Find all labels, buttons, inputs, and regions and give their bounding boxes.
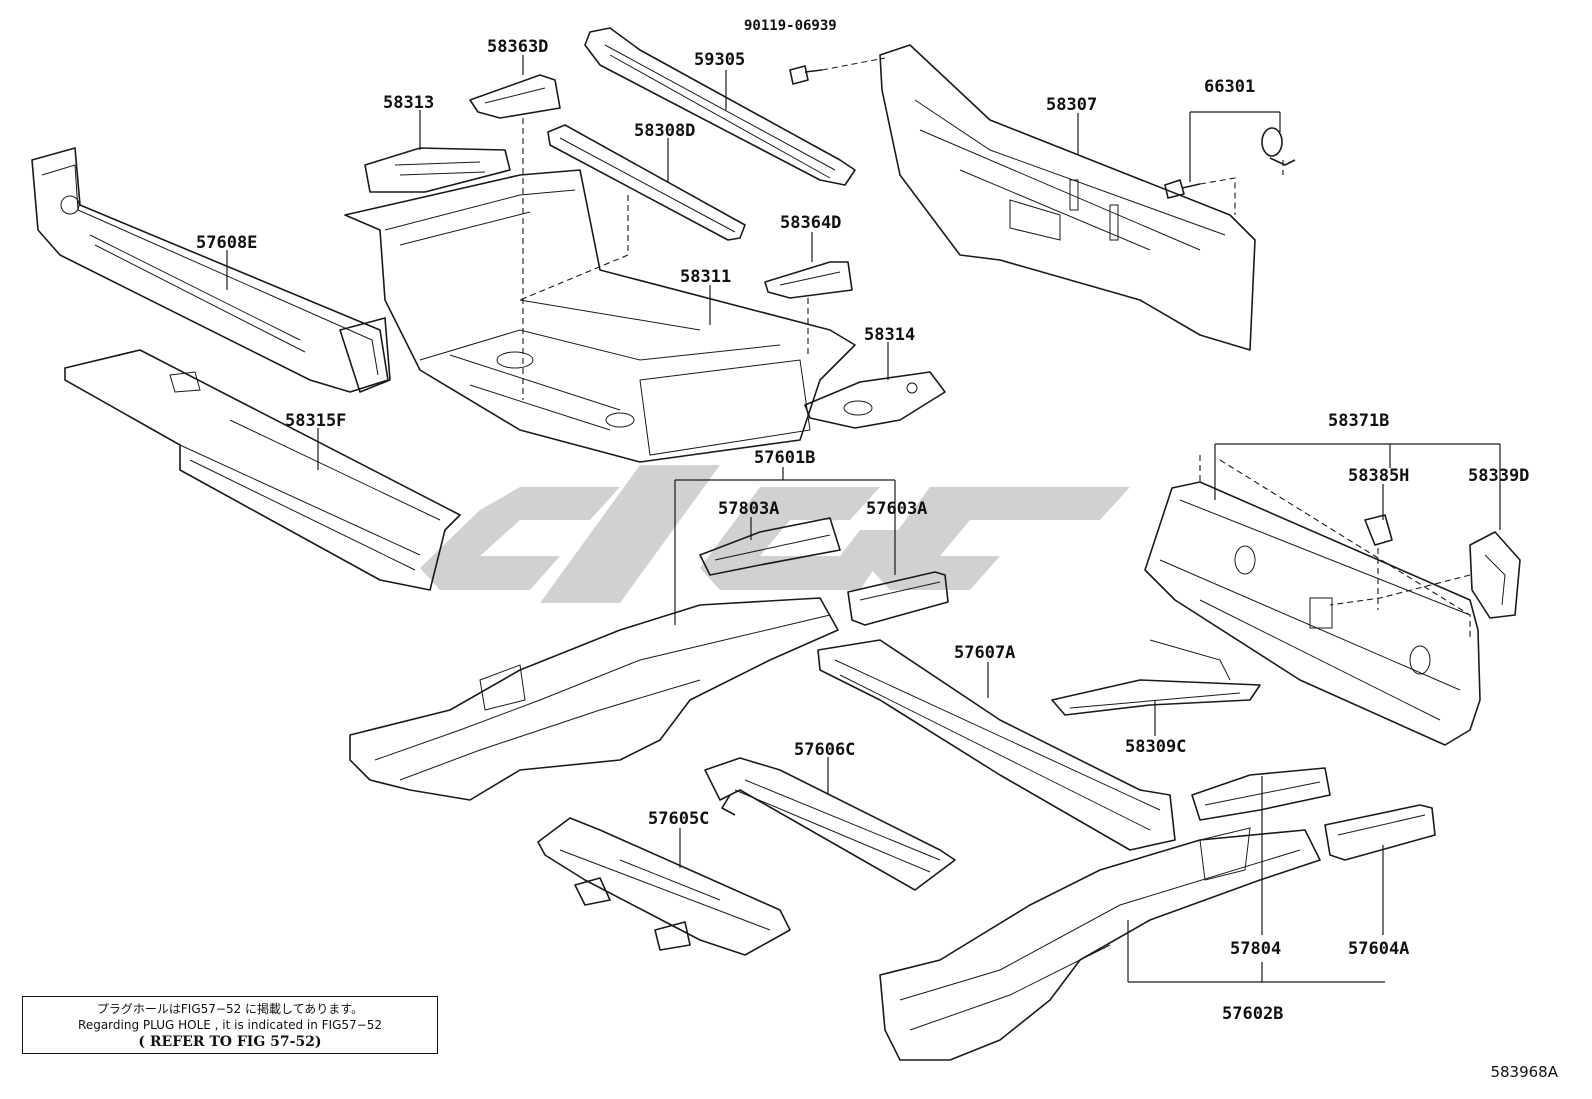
part-58309C-drawing — [1051, 639, 1261, 716]
label-66301: 66301 — [1204, 77, 1255, 97]
part-57603A-drawing — [847, 571, 949, 626]
label-90119-06939: 90119-06939 — [744, 18, 837, 34]
label-57604A: 57604A — [1348, 939, 1409, 959]
note-refer-text: ( REFER TO FIG 57-52) — [138, 1034, 322, 1050]
part-57602B-drawing — [879, 827, 1321, 1061]
label-58364D: 58364D — [780, 213, 841, 233]
part-57605C-drawing — [537, 817, 791, 956]
watermark-logo — [420, 465, 1130, 603]
part-57607A-drawing — [817, 639, 1176, 851]
note-japanese-text: プラグホールはFIG57−52 に掲載してあります。 — [96, 1002, 364, 1016]
part-58385H-drawing — [1364, 514, 1393, 546]
part-57608E-drawing — [31, 147, 391, 393]
part-57804-drawing — [1191, 767, 1331, 821]
plug-hole-note-box: プラグホールはFIG57−52 に掲載してあります。 Regarding PLU… — [22, 996, 438, 1054]
part-58311-drawing — [344, 169, 856, 463]
dashed-assembly-lines — [519, 57, 1471, 640]
label-57602B: 57602B — [1222, 1004, 1283, 1024]
part-58364D-drawing — [764, 261, 853, 299]
part-labels: 90119-06939 58363D 59305 58313 58308D 58… — [196, 18, 1529, 1024]
figure-code: 583968A — [1490, 1063, 1558, 1081]
label-58307: 58307 — [1046, 95, 1097, 115]
leader-lines — [226, 55, 1501, 983]
label-57603A: 57603A — [866, 499, 927, 519]
label-58371B: 58371B — [1328, 411, 1389, 431]
label-58309C: 58309C — [1125, 737, 1186, 757]
label-57803A: 57803A — [718, 499, 779, 519]
label-58339D: 58339D — [1468, 466, 1529, 486]
label-58308D: 58308D — [634, 121, 695, 141]
label-58315F: 58315F — [285, 411, 346, 431]
label-57601B: 57601B — [754, 448, 815, 468]
part-58314-drawing — [804, 371, 946, 429]
label-59305: 59305 — [694, 50, 745, 70]
label-58363D: 58363D — [487, 37, 548, 57]
part-66301-drawing — [1164, 127, 1296, 199]
part-58315F-drawing — [64, 349, 461, 591]
part-59305-drawing — [584, 27, 856, 186]
label-58314: 58314 — [864, 325, 915, 345]
part-58308D-drawing — [547, 124, 746, 241]
note-english-text: Regarding PLUG HOLE , it is indicated in… — [78, 1018, 382, 1032]
part-90119-06939-drawing — [789, 65, 823, 85]
label-58313: 58313 — [383, 93, 434, 113]
label-57605C: 57605C — [648, 809, 709, 829]
part-58339D-drawing — [1469, 531, 1521, 619]
part-57604A-drawing — [1324, 804, 1436, 861]
label-58311: 58311 — [680, 267, 731, 287]
part-57606C-drawing — [704, 757, 956, 891]
label-57606C: 57606C — [794, 740, 855, 760]
label-57608E: 57608E — [196, 233, 257, 253]
part-58371B-drawing — [1144, 481, 1481, 746]
part-58307-drawing — [879, 44, 1256, 351]
part-57803A-drawing — [699, 517, 841, 576]
label-57607A: 57607A — [954, 643, 1015, 663]
part-57601B-drawing — [349, 597, 839, 801]
part-58363D-drawing — [469, 74, 561, 119]
label-57804: 57804 — [1230, 939, 1281, 959]
label-58385H: 58385H — [1348, 466, 1409, 486]
part-58313-drawing — [364, 147, 511, 193]
